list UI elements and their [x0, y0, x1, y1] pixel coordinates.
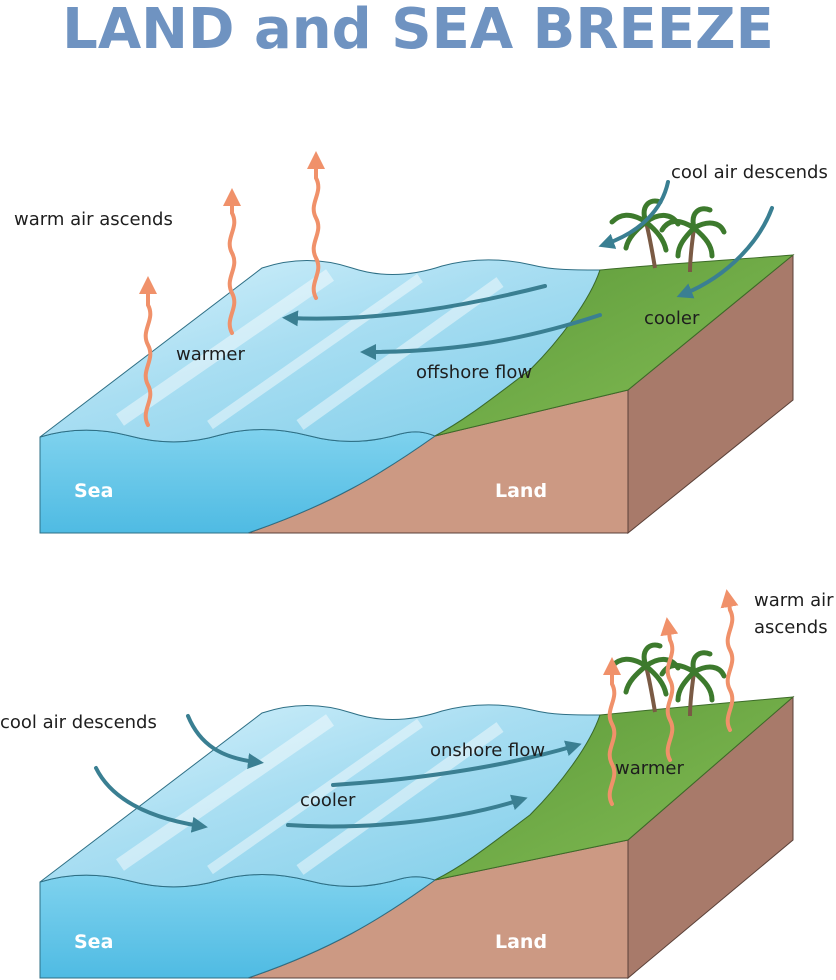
cool-air-descends-label: cool air descends — [671, 162, 828, 183]
onshore-flow-arrows — [94, 714, 582, 833]
onshore-flow-label: onshore flow — [430, 740, 545, 761]
warm-air-label-line2: ascends — [754, 617, 828, 638]
land-label: Land — [495, 480, 547, 502]
land-grass-top — [434, 696, 795, 881]
offshore-flow-arrows — [282, 180, 774, 360]
cooler-label: cooler — [300, 790, 356, 811]
warmer-label: warmer — [176, 344, 245, 365]
warm-air-arrows — [603, 589, 739, 806]
land-label: Land — [495, 931, 547, 953]
warm-air-arrows — [139, 151, 325, 427]
panel-sea-breeze: warm air ascends cool air descends warme… — [14, 151, 828, 535]
warm-air-ascends-label: warm air ascends — [14, 209, 173, 230]
cooler-label: cooler — [644, 308, 700, 329]
palm-tree-icon — [609, 642, 727, 717]
panel-land-breeze: warm air ascends cool air descends onsho… — [0, 589, 834, 980]
offshore-flow-label: offshore flow — [416, 362, 532, 383]
sea-highlights — [116, 714, 504, 875]
sea-label: Sea — [74, 931, 113, 953]
palm-tree-icon — [609, 198, 727, 273]
sea-highlights — [116, 269, 504, 430]
sea-label: Sea — [74, 480, 113, 502]
cool-air-descends-label: cool air descends — [0, 712, 157, 733]
warmer-label: warmer — [615, 758, 684, 779]
warm-air-label-line1: warm air — [754, 590, 834, 611]
diagram-title: LAND and SEA BREEZE — [62, 0, 774, 62]
